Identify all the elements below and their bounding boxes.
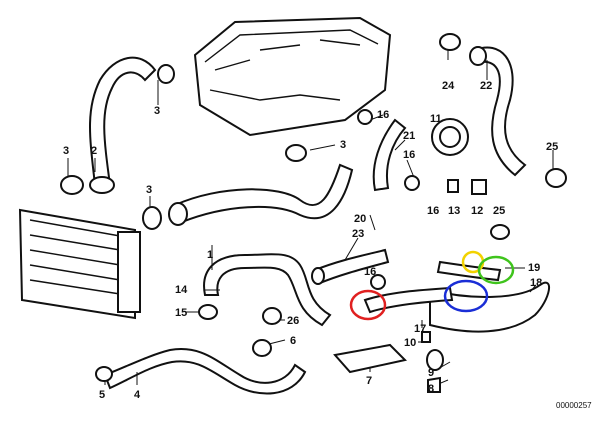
part-label-16: 16 <box>377 109 389 121</box>
hose-2 <box>89 56 157 194</box>
part-label-14: 14 <box>175 284 188 296</box>
hose-22 <box>469 46 527 177</box>
part-label-6: 6 <box>290 335 296 347</box>
part-label-1: 1 <box>207 249 213 261</box>
hose-23 <box>311 248 390 285</box>
part-label-4: 4 <box>134 389 141 401</box>
part-label-3: 3 <box>63 145 69 157</box>
part-label-18: 18 <box>530 277 542 289</box>
part-label-26: 26 <box>287 315 299 327</box>
highlight-blue <box>443 279 489 313</box>
part-label-22: 22 <box>480 80 492 92</box>
part-label-12: 12 <box>471 205 483 217</box>
part-label-8: 8 <box>428 383 434 395</box>
part-label-13: 13 <box>448 205 460 217</box>
part-label-7: 7 <box>366 375 372 387</box>
part-label-23: 23 <box>352 228 364 240</box>
highlights <box>349 250 515 321</box>
part-label-10: 10 <box>404 337 416 349</box>
catalog-number: 00000257 <box>556 401 592 410</box>
leader-lines <box>67 45 554 386</box>
part-label-3: 3 <box>154 105 160 117</box>
part-label-3: 3 <box>340 139 346 151</box>
part-label-20: 20 <box>354 213 366 225</box>
part-label-5: 5 <box>99 389 105 401</box>
part-label-16: 16 <box>364 266 376 278</box>
part-label-16: 16 <box>403 149 415 161</box>
part-label-25: 25 <box>546 141 558 153</box>
part-labels: 1 2 3 3 3 3 4 5 6 7 8 9 10 11 12 13 14 1… <box>63 80 558 401</box>
part-label-19: 19 <box>528 262 540 274</box>
part-label-3: 3 <box>146 184 152 196</box>
radiator <box>18 208 141 320</box>
hose-4 <box>103 348 307 395</box>
hose-21 <box>372 118 407 192</box>
clamps <box>60 33 567 393</box>
part-label-24: 24 <box>442 80 455 92</box>
part-label-16: 16 <box>427 205 439 217</box>
part-label-15: 15 <box>175 307 187 319</box>
hose-1 <box>168 163 354 226</box>
part-label-2: 2 <box>91 145 97 157</box>
highlight-green <box>477 255 515 285</box>
part-label-25: 25 <box>493 205 505 217</box>
part-label-9: 9 <box>428 367 434 379</box>
part-label-17: 17 <box>414 323 426 335</box>
hose-18 <box>429 281 551 333</box>
part-label-21: 21 <box>403 130 415 142</box>
hose-14 <box>203 253 332 327</box>
part-label-11: 11 <box>430 113 442 125</box>
highlight-red <box>349 289 387 321</box>
engine-block <box>193 16 392 137</box>
